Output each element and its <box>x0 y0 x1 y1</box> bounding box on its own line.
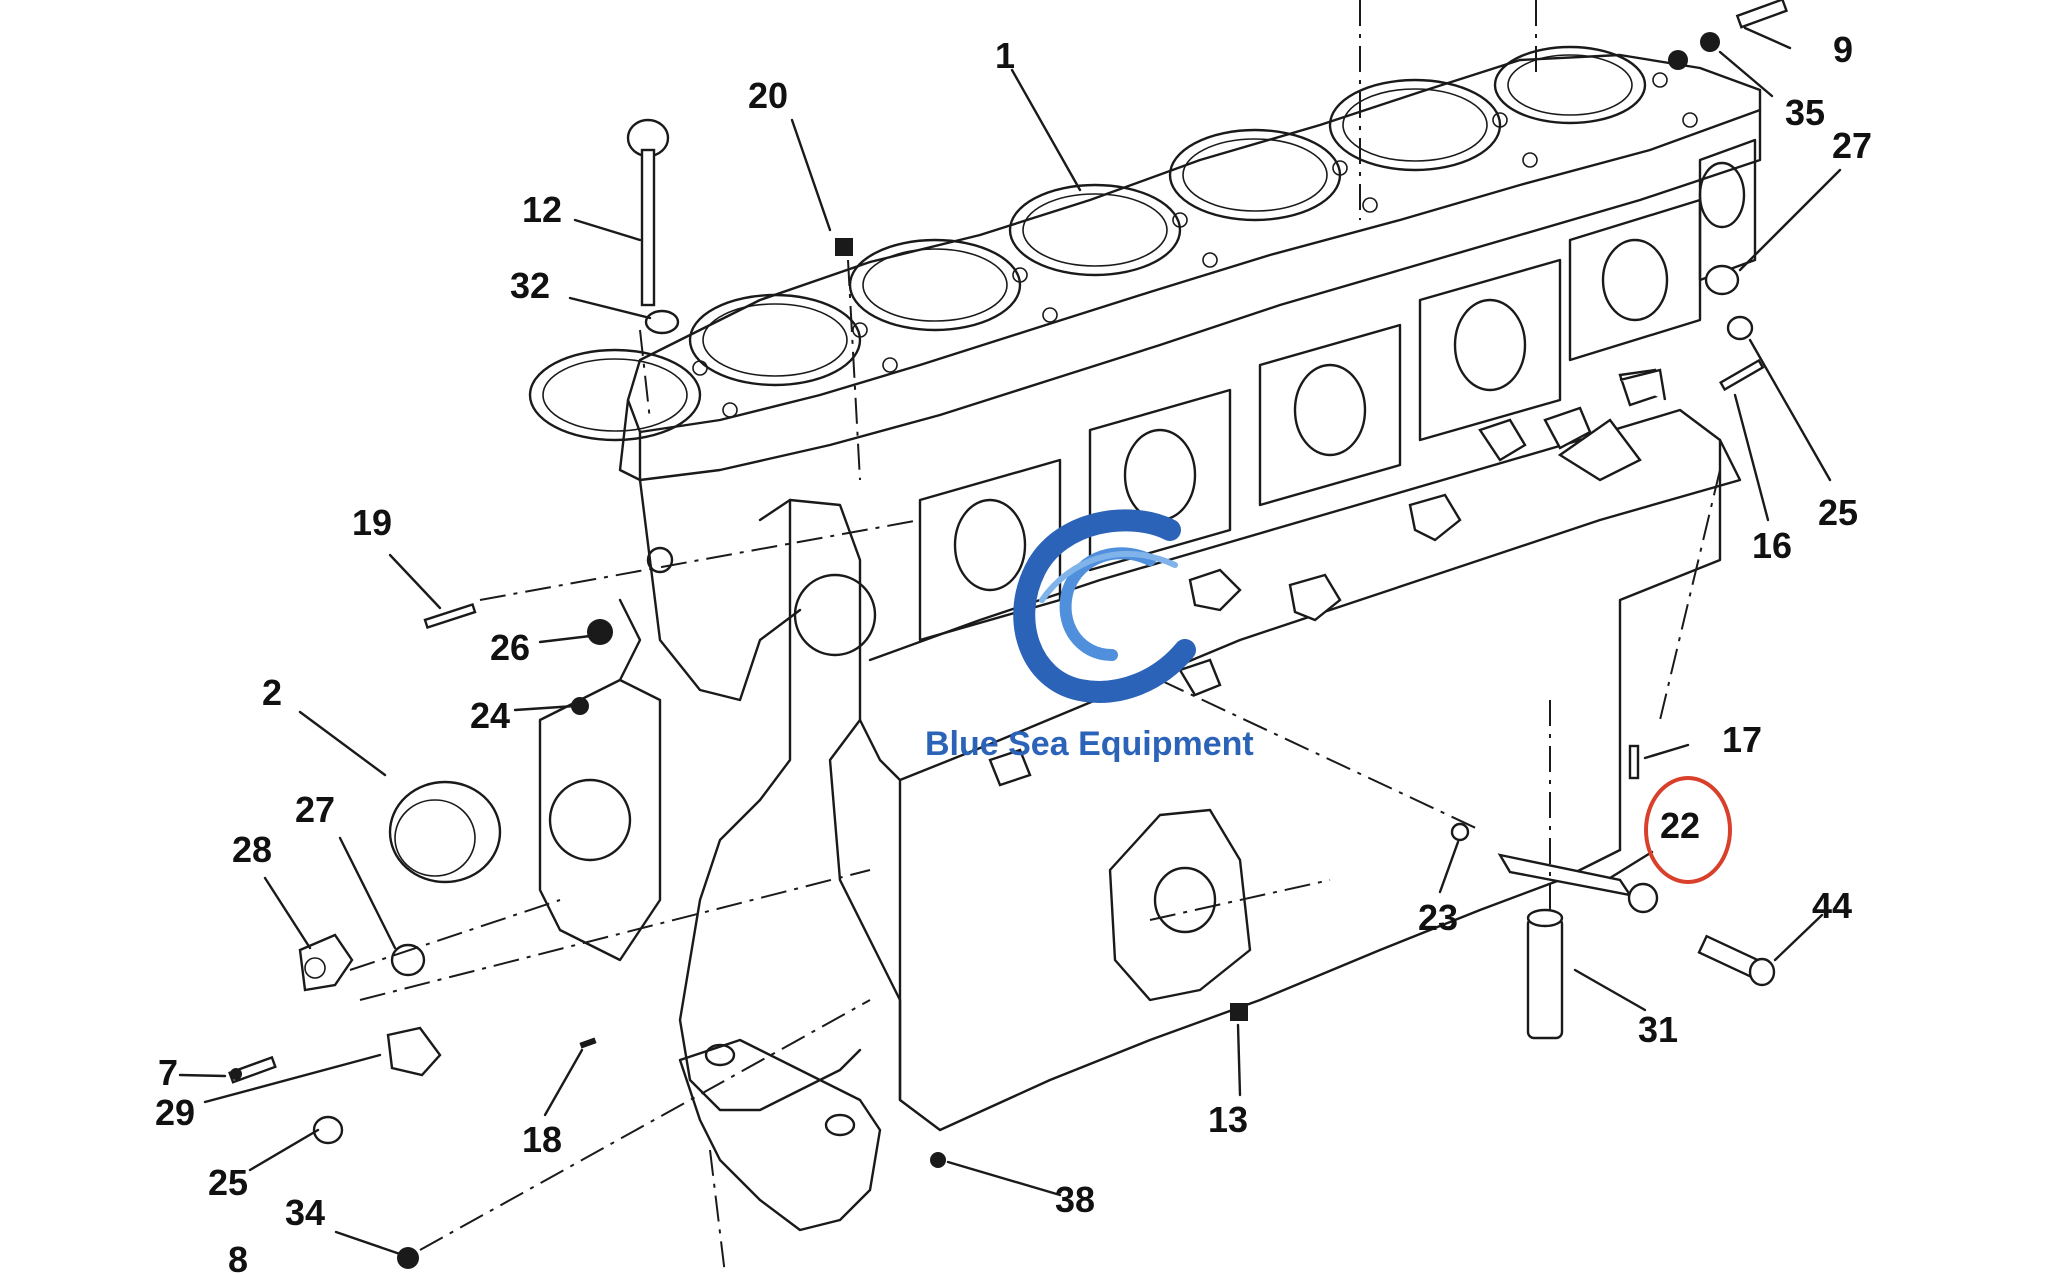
callout-13: 13 <box>1208 1099 1248 1140</box>
deck-bolt-holes <box>692 72 1698 418</box>
highlight-circle <box>1644 776 1732 884</box>
watermark-text: Blue Sea Equipment <box>925 725 1254 763</box>
callout-27-right: 27 <box>1832 125 1872 166</box>
callout-19: 19 <box>352 502 392 543</box>
callout-38: 38 <box>1055 1179 1095 1220</box>
callout-labels: 1 2 7 8 9 12 13 16 17 18 19 20 22 23 24 … <box>155 29 1872 1274</box>
callout-24: 24 <box>470 695 510 736</box>
callout-27-left: 27 <box>295 789 335 830</box>
callout-18: 18 <box>522 1119 562 1160</box>
watermark: Blue Sea Equipment <box>925 509 1254 763</box>
callout-25-left: 25 <box>208 1162 248 1203</box>
callout-8: 8 <box>228 1239 248 1274</box>
callout-25-right: 25 <box>1818 492 1858 533</box>
callout-31: 31 <box>1638 1009 1678 1050</box>
exploded-center-lines <box>349 0 1721 1274</box>
engine-mount-bracket <box>1108 808 1252 1002</box>
callout-20: 20 <box>748 75 788 116</box>
engine-block <box>538 53 1762 1132</box>
callout-26: 26 <box>490 627 530 668</box>
callout-22: 22 <box>1660 805 1700 846</box>
callout-29: 29 <box>155 1092 195 1133</box>
callout-35: 35 <box>1785 92 1825 133</box>
callout-44: 44 <box>1812 885 1852 926</box>
cylinder-bores <box>528 45 1647 442</box>
callout-28: 28 <box>232 829 272 870</box>
wave-c-logo-icon <box>1013 509 1196 703</box>
callout-17: 17 <box>1722 719 1762 760</box>
callout-34: 34 <box>285 1192 325 1233</box>
callout-7: 7 <box>158 1052 178 1093</box>
callout-1: 1 <box>995 35 1015 76</box>
callout-2: 2 <box>262 672 282 713</box>
callout-16: 16 <box>1752 525 1792 566</box>
exploded-parts <box>228 0 1789 1269</box>
internal-brackets <box>988 368 1667 787</box>
callout-9: 9 <box>1833 29 1853 70</box>
main-bearing-cap <box>678 1038 882 1232</box>
leader-lines <box>178 26 1842 1256</box>
callout-12: 12 <box>522 189 562 230</box>
callout-32: 32 <box>510 265 550 306</box>
callout-23: 23 <box>1418 897 1458 938</box>
